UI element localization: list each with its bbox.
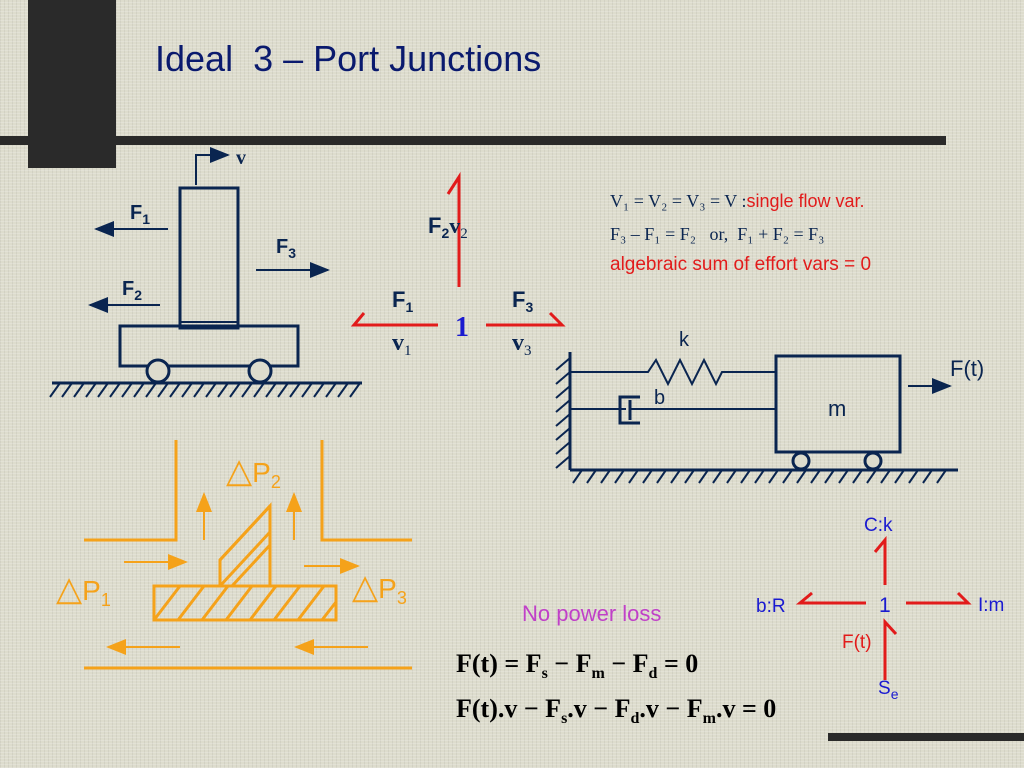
bond-left (350, 312, 438, 327)
cart-f1-label: F1 (130, 202, 150, 227)
junction-number: 1 (455, 312, 469, 343)
cart-v-label: v (236, 147, 246, 169)
bond-right (486, 311, 566, 327)
damper-body (618, 395, 640, 425)
cart-diagram (49, 147, 362, 398)
junction-v3: v3 (512, 330, 532, 359)
cart-f2-label: F2 (122, 278, 142, 303)
cart-base (118, 324, 300, 368)
ground-hatch (49, 382, 361, 398)
junction-v1: v1 (392, 330, 412, 359)
bg-ck: C:k (864, 515, 893, 536)
junction-bonds (350, 171, 566, 327)
no-power-loss: No power loss (522, 601, 661, 626)
bond-right-im (906, 591, 972, 605)
bg-ft: F(t) (842, 632, 872, 653)
bottom-right-bar (828, 733, 1024, 741)
cart-f3-label: F3 (276, 236, 296, 261)
cart-column (178, 186, 240, 330)
pipe-p2: △P2 (226, 452, 281, 492)
bond-graph (795, 535, 972, 680)
bg-br: b:R (756, 596, 786, 617)
spring (570, 357, 776, 387)
wall-hatch (555, 357, 571, 469)
mass-m-label: m (828, 396, 846, 421)
mass-system (555, 352, 958, 484)
bond-left-br (795, 591, 866, 605)
pipe-p1: △P1 (56, 570, 111, 610)
pipe-right-wall (320, 440, 412, 542)
mass-wheel-left (791, 451, 811, 471)
junction-f2v2: F2v2 (428, 213, 468, 242)
junction-f3: F3 (512, 287, 533, 315)
spring-k-label: k (679, 329, 690, 351)
bond-top (446, 171, 461, 287)
equation-1: F(t) = Fs − Fm − Fd = 0 (456, 649, 698, 682)
equation-2: F(t).v − Fs.v − Fd.v − Fm.v = 0 (456, 694, 776, 727)
bg-one: 1 (879, 594, 891, 617)
mass-wheel-right (863, 451, 883, 471)
eq-line-1: V₁ = V₂ = V₃ = V :single flow var. (610, 191, 865, 211)
header-divider-bar (0, 136, 946, 145)
velocity-arrow (195, 147, 230, 185)
bg-im: I:m (978, 595, 1004, 616)
wedge-hatch (152, 504, 338, 621)
bg-se: Se (878, 678, 899, 702)
eq-line-2: F₃ – F₁ = F₂ or, F₁ + F₂ = F₃ (610, 224, 824, 244)
eq-line-3: algebraic sum of effort vars = 0 (610, 254, 871, 275)
cart-wheel-left (145, 358, 171, 384)
junction-f1: F1 (392, 287, 413, 315)
slide-title: Ideal 3 – Port Junctions (155, 38, 542, 79)
damper-b-label: b (654, 387, 665, 409)
bond-down-se (883, 618, 898, 680)
cart-wheel-right (247, 358, 273, 384)
force-ft-label: F(t) (950, 356, 984, 381)
bond-up (873, 535, 887, 585)
pipe-left-wall (84, 440, 178, 542)
mass-ground-hatch (572, 469, 947, 484)
pipe-p3: △P3 (352, 568, 407, 608)
pipe-diagram (84, 440, 412, 670)
mass-block (774, 354, 902, 454)
